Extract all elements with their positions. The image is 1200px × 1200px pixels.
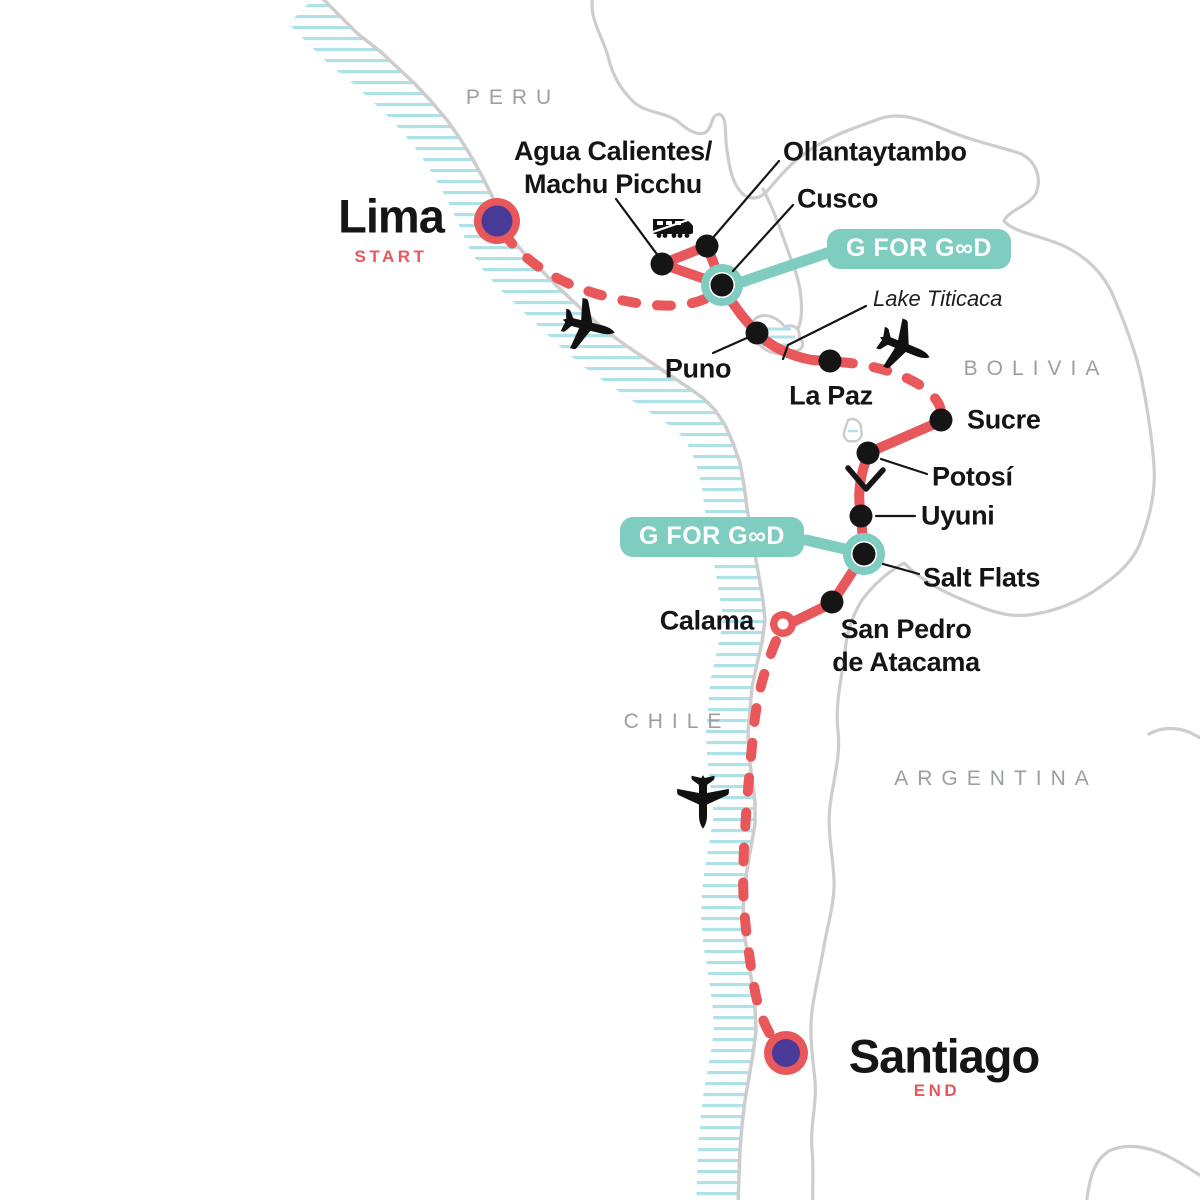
- stop-label-cusco: Cusco: [797, 183, 879, 214]
- stop-label-san-pedro: San Pedro de Atacama: [832, 613, 980, 679]
- marker-start-lima: [474, 198, 520, 244]
- end-tag: END: [913, 1081, 961, 1100]
- stop-label-potosi: Potosí: [932, 461, 1013, 492]
- landmass: [324, 0, 1200, 1200]
- stop-label-sucre: Sucre: [967, 404, 1041, 435]
- country-label-chile: CHILE: [623, 710, 731, 733]
- marker-puno: [745, 321, 769, 345]
- plane-icon-lapaz-sucre: [876, 318, 930, 369]
- marker-la-paz: [818, 349, 842, 373]
- stop-markers: [650, 234, 953, 614]
- route-sucre-potosi: [865, 417, 944, 457]
- marker-calama: [770, 611, 796, 637]
- stop-label-salt-flats: Salt Flats: [923, 562, 1041, 593]
- plane-icon-calama-santiago: [677, 775, 729, 829]
- marker-san-pedro: [820, 590, 844, 614]
- marker-ollantaytambo: [695, 234, 719, 258]
- start-tag: START: [354, 247, 428, 266]
- marker-uyuni: [849, 504, 873, 528]
- route-calama-santiago: [738, 636, 781, 1048]
- marker-cusco: [710, 273, 734, 297]
- stop-label-line: San Pedro: [840, 614, 972, 644]
- lake-titicaca-label: Lake Titicaca: [873, 286, 1003, 311]
- g-for-good-badge-saltflats: G FOR G∞D: [620, 517, 804, 557]
- g-for-good-badge-cusco: G FOR G∞D: [827, 229, 1011, 269]
- stop-label-la-paz: La Paz: [789, 380, 873, 411]
- marker-end-santiago: [764, 1031, 808, 1075]
- stop-label-ollantaytambo: Ollantaytambo: [783, 136, 967, 167]
- route-lima-cusco: [498, 228, 721, 311]
- direction-arrow-icon: [845, 465, 886, 492]
- end-city-label: Santiago: [848, 1029, 1040, 1083]
- country-label-bolivia: BOLIVIA: [963, 357, 1109, 380]
- stop-label-line: de Atacama: [832, 647, 980, 677]
- train-icon: [652, 218, 693, 238]
- marker-agua-calientes: [650, 252, 674, 276]
- flight-routes: [498, 228, 946, 1048]
- route-lapaz-sucre: [834, 357, 946, 418]
- plane-icon-lima-cusco: [560, 297, 615, 350]
- marker-salt-flats: [852, 542, 876, 566]
- label-pointer-lines: [614, 159, 929, 576]
- stop-label-puno: Puno: [664, 353, 732, 384]
- stop-label-calama: Calama: [659, 605, 755, 636]
- marker-sucre: [929, 408, 953, 432]
- small-lake: [842, 417, 863, 443]
- stop-label-line: Machu Picchu: [524, 169, 702, 199]
- stop-label-agua-calientes: Agua Calientes/ Machu Picchu: [514, 135, 712, 201]
- country-label-peru: PERU: [465, 86, 561, 109]
- stop-label-line: Agua Calientes/: [513, 136, 713, 166]
- stop-label-uyuni: Uyuni: [921, 500, 995, 531]
- start-city-label: Lima: [338, 189, 445, 243]
- marker-potosi: [856, 441, 880, 465]
- country-label-argentina: ARGENTINA: [894, 767, 1098, 790]
